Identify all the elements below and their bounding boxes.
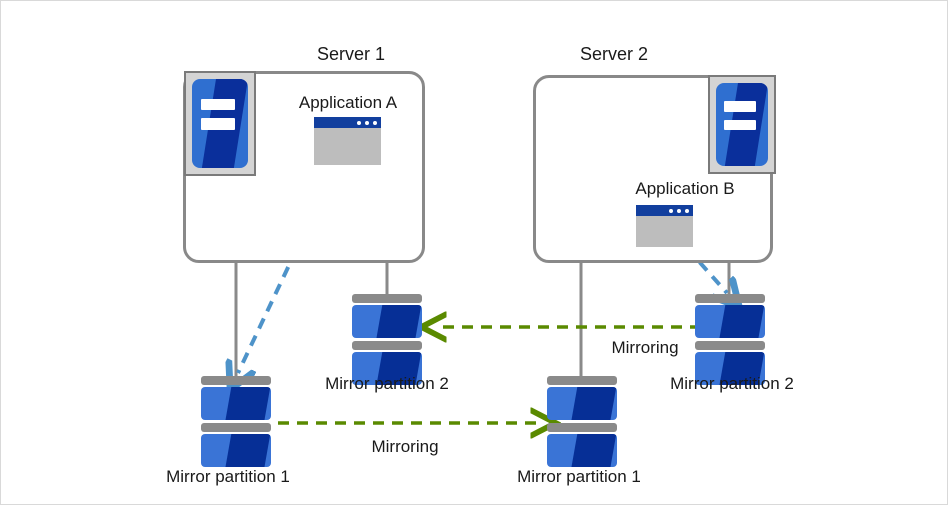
mirroring-label-lower: Mirroring	[371, 437, 439, 456]
disk-cap	[352, 294, 422, 303]
disk-cap	[695, 341, 765, 350]
disk-label-s1-mirror-partition-1: Mirror partition 1	[166, 467, 290, 486]
server-icon	[708, 75, 776, 174]
disk-plate	[201, 387, 271, 420]
app-titlebar	[636, 205, 693, 216]
app-titlebar	[314, 117, 381, 128]
server-icon	[184, 71, 256, 176]
application-window-icon	[314, 117, 381, 165]
disk-cap	[547, 376, 617, 385]
mirroring-label-upper: Mirroring	[611, 338, 679, 357]
server-icon-body	[192, 79, 248, 168]
disk-icon	[352, 294, 422, 388]
app-dot-2	[365, 120, 369, 125]
server-1-title: Server 1	[316, 44, 386, 64]
app-dot-2	[677, 208, 681, 213]
disk-plate	[547, 434, 617, 467]
app-dot-3	[685, 208, 689, 213]
server-icon-bar-top	[200, 98, 235, 111]
disk-label-s2-mirror-partition-1: Mirror partition 1	[517, 467, 641, 486]
disk-cap	[201, 423, 271, 432]
disk-plate	[547, 387, 617, 420]
app-dot-1	[357, 120, 361, 125]
disk-icon	[695, 294, 765, 388]
app-dot-1	[669, 208, 673, 213]
server-icon-bar-bottom	[724, 119, 756, 131]
app-dot-3	[373, 120, 377, 125]
disk-cap	[695, 294, 765, 303]
disk-cap	[547, 423, 617, 432]
disk-label-s1-mirror-partition-2: Mirror partition 2	[325, 374, 449, 393]
disk-icon	[547, 376, 617, 470]
server-icon-bar-bottom	[200, 118, 235, 130]
disk-label-s2-mirror-partition-2: Mirror partition 2	[670, 374, 794, 393]
server-icon-body	[716, 83, 768, 166]
server-icon-bar-top	[724, 101, 756, 113]
disk-plate	[695, 305, 765, 338]
disk-plate	[352, 305, 422, 338]
disk-plate	[695, 352, 765, 385]
server-2-title: Server 2	[579, 44, 649, 64]
application-b-label: Application B	[635, 179, 735, 198]
disk-plate	[201, 434, 271, 467]
disk-cap	[201, 376, 271, 385]
disk-cap	[352, 341, 422, 350]
application-a-label: Application A	[298, 93, 398, 112]
disk-icon	[201, 376, 271, 470]
application-window-icon	[636, 205, 693, 247]
disk-plate	[352, 352, 422, 385]
